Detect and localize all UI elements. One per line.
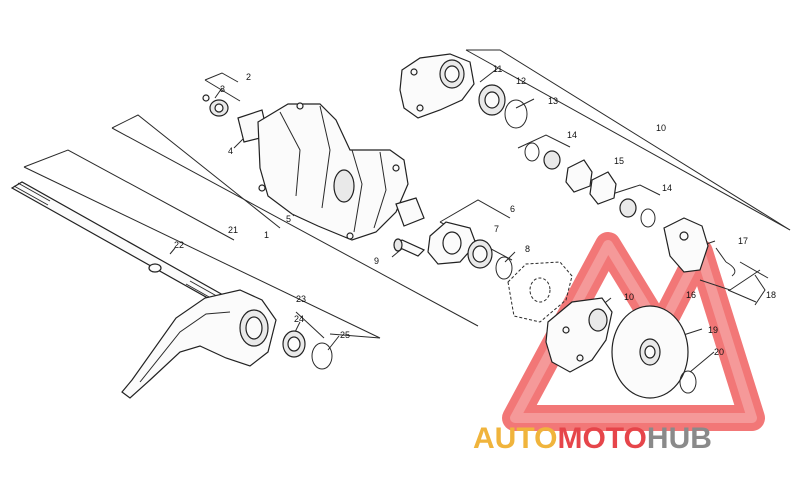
callout-5: 5 [286,214,291,224]
callout-16: 16 [686,290,696,300]
callout-1: 1 [264,230,269,240]
callout-11: 11 [493,64,502,74]
callout-19: 19 [708,325,718,335]
washer-14b-part [619,198,656,228]
callout-23: 23 [296,294,306,304]
watermark-text-auto: AUTO [473,422,557,455]
pin-17-part [715,247,736,277]
snap-ring-8-part [495,256,513,280]
washer-14a-part [524,142,561,170]
callout-22: 22 [174,240,184,250]
callout-12: 12 [516,76,526,86]
swing-arm-part [121,289,277,399]
bearing-24-part [282,330,306,358]
bearing-12-part [478,84,506,116]
callout-7: 7 [494,224,499,234]
gasket-part [507,261,573,323]
callout-21: 21 [228,225,238,235]
callout-labels: 1 2 3 4 5 6 7 8 9 10 10 11 12 13 14 14 1… [174,64,776,357]
parts [10,53,769,399]
brake-disc-19-part [611,305,689,399]
snap-ring-20-part [679,370,697,394]
brake-pad-15-part [565,159,617,205]
bolt-9-part [393,238,426,257]
callout-6: 6 [510,204,515,214]
watermark-wordmark: AUTOMOTOHUB [473,422,712,455]
callout-18: 18 [766,290,776,300]
watermark-logo-mark [502,232,765,431]
callout-13: 13 [548,96,558,106]
gear-case-part [237,102,425,241]
caliper-16-part [663,217,709,273]
callout-2: 2 [246,72,251,82]
callout-24: 24 [294,314,304,324]
reference-lines [23,49,791,373]
callout-20: 20 [714,347,724,357]
callout-3: 3 [220,84,225,94]
callout-14-upper: 14 [567,130,577,140]
screw-3-part [202,94,210,102]
callout-10-upper: 10 [656,123,666,133]
bolts-18-part [727,261,769,303]
callout-10-lower: 10 [624,292,634,302]
seal-7-part [467,239,493,269]
callout-25: 25 [340,330,350,340]
housing-11-part [399,53,475,119]
callout-14-lower: 14 [662,183,672,193]
callout-15: 15 [614,156,624,166]
svg-text:AUTOMOTOHUB: AUTOMOTOHUB [473,422,712,455]
flange-plate-6-part [427,221,477,265]
shaft-part [10,181,234,307]
callout-8: 8 [525,244,530,254]
callout-9: 9 [374,256,379,266]
housing-10-part [545,297,613,373]
callout-4: 4 [228,146,233,156]
callout-17: 17 [738,236,748,246]
ring-13-part [504,99,528,129]
watermark-text-moto: MOTO [557,422,646,455]
snap-ring-25-part [311,342,333,370]
watermark-text-hub: HUB [647,422,712,455]
bushing-2-part [209,99,229,117]
